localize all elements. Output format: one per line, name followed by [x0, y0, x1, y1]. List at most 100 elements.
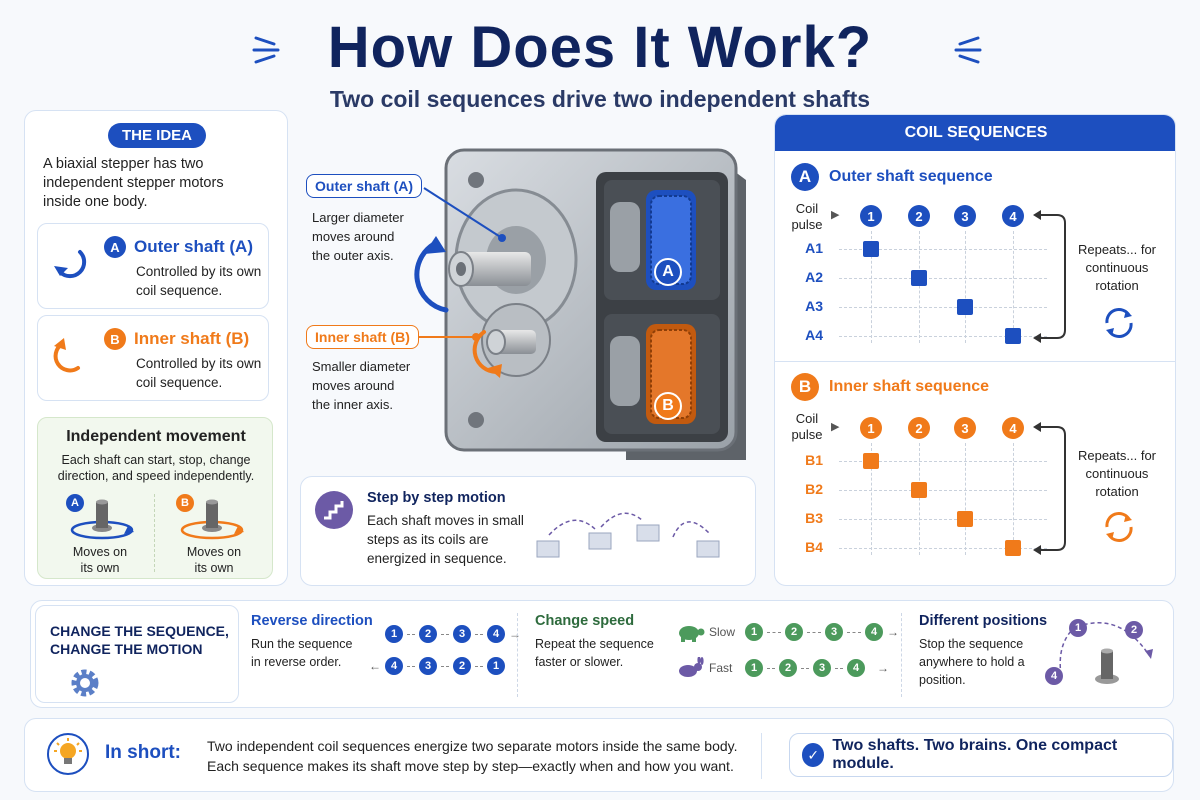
- pulse-b-badge: 4: [1002, 417, 1024, 439]
- sequence-b-badge: B: [791, 373, 819, 401]
- independent-text: Each shaft can start, stop, change direc…: [57, 453, 255, 483]
- slow-label: Slow: [709, 625, 736, 639]
- coil-pulse-marker: [957, 299, 973, 315]
- stairs-icon: [315, 491, 353, 529]
- pulse-a-badge: 1: [860, 205, 882, 227]
- sequence-b-header: B Inner shaft sequence: [791, 373, 989, 401]
- slow-step: 2: [785, 623, 803, 641]
- step-sequence-graphic: [533, 505, 733, 570]
- pulse-arrow-icon: ▶: [831, 421, 840, 433]
- coil-row-label: A1: [805, 240, 823, 256]
- coil-row-label: B1: [805, 452, 823, 468]
- forward-step: 1: [385, 625, 403, 643]
- shaft-a-box: A Outer shaft (A) Controlled by its own …: [37, 223, 269, 309]
- shaft-b-badge: B: [104, 328, 126, 350]
- slow-sequence: Slow 1 2 3 4 →: [709, 623, 899, 641]
- arrow-left-icon: ←: [369, 659, 381, 673]
- title-decoration-right: [946, 30, 982, 75]
- shaft-a-name: Outer shaft (A): [134, 237, 253, 256]
- coil-row-label: B4: [805, 539, 823, 555]
- speed-title: Change speed: [535, 613, 635, 629]
- fast-sequence: Fast 1 2 3 4 →: [709, 659, 889, 677]
- summary-card: In short: Two independent coil sequences…: [24, 718, 1174, 792]
- speed-text: Repeat the sequence faster or slower.: [535, 637, 654, 669]
- shaft-b-caption: Moves on its own: [186, 545, 242, 575]
- coil-row-label: A3: [805, 298, 823, 314]
- position-mark: 4: [1045, 667, 1063, 685]
- grid-guide: [1013, 231, 1014, 343]
- coil-pulse-marker: [911, 482, 927, 498]
- lightbulb-icon: [47, 733, 89, 775]
- coil-row-line: [839, 519, 1047, 520]
- fast-step: 3: [813, 659, 831, 677]
- divider: [517, 613, 518, 697]
- turtle-icon: [675, 621, 705, 648]
- sequence-a-repeats: Repeats... for continuous rotation: [1077, 242, 1157, 293]
- divider: [154, 494, 155, 572]
- outer-shaft-desc: Larger diameter moves around the outer a…: [312, 210, 404, 263]
- coil-row-label: A2: [805, 269, 823, 285]
- coil-pulse-marker: [911, 270, 927, 286]
- change-title: CHANGE THE SEQUENCE, CHANGE THE MOTION: [50, 623, 229, 657]
- summary-line-2: Each sequence makes its shaft move step …: [207, 758, 734, 774]
- change-card: CHANGE THE SEQUENCE, CHANGE THE MOTION R…: [30, 600, 1174, 708]
- positions-title: Different positions: [919, 613, 1048, 629]
- coil-row-line: [839, 249, 1047, 250]
- coil-pulse-marker: [863, 453, 879, 469]
- pulse-b-badge: 1: [860, 417, 882, 439]
- repeat-blue-icon: [1099, 303, 1139, 348]
- fast-step: 2: [779, 659, 797, 677]
- coil-pulse-marker: [863, 241, 879, 257]
- rotate-ccw-icon: [50, 242, 88, 293]
- step-motion-card: Step by step motion Each shaft moves in …: [300, 476, 756, 586]
- forward-sequence: 1 2 3 4 →: [385, 625, 521, 643]
- coil-pulse-marker: [957, 511, 973, 527]
- pulse-a-badge: 3: [954, 205, 976, 227]
- coil-row-line: [839, 336, 1047, 337]
- title-decoration-left: [252, 30, 288, 75]
- inner-shaft-label: Inner shaft (B): [306, 325, 419, 349]
- coil-pulse-marker: [1005, 540, 1021, 556]
- fast-label: Fast: [709, 661, 733, 675]
- pulse-a-badge: 2: [908, 205, 930, 227]
- shaft-b-motion-badge: B: [176, 494, 194, 512]
- motor-illustration: [296, 110, 766, 485]
- shaft-b-motion: B: [172, 494, 252, 549]
- coil-row-label: B2: [805, 481, 823, 497]
- coil-sequences-title: COIL SEQUENCES: [775, 115, 1175, 151]
- backward-step: 2: [453, 657, 471, 675]
- rabbit-icon: [675, 656, 705, 684]
- backward-sequence: ← 4 3 2 1: [369, 657, 505, 675]
- idea-card: THE IDEA A biaxial stepper has two indep…: [24, 110, 288, 586]
- fast-step: 1: [745, 659, 763, 677]
- shaft-a-desc: Controlled by its own coil sequence.: [136, 264, 262, 298]
- page-title: How Does It Work?: [327, 15, 873, 80]
- coil-divider: [775, 361, 1175, 362]
- position-mark: 1: [1069, 619, 1087, 637]
- pulse-b-badge: 3: [954, 417, 976, 439]
- grid-guide: [965, 443, 966, 555]
- forward-step: 4: [487, 625, 505, 643]
- coil-row-line: [839, 461, 1047, 462]
- coil-row-line: [839, 278, 1047, 279]
- forward-step: 3: [453, 625, 471, 643]
- sequence-a-col-label: Coil pulse: [791, 201, 823, 232]
- coil-row-label: A4: [805, 327, 823, 343]
- grid-guide: [871, 443, 872, 555]
- rotate-cw-icon: [50, 334, 88, 385]
- summary-title: In short:: [105, 742, 181, 763]
- outer-shaft-label: Outer shaft (A): [306, 174, 422, 198]
- loop-arrow-icon: [1033, 210, 1066, 343]
- backward-step: 3: [419, 657, 437, 675]
- coil-row-line: [839, 307, 1047, 308]
- inner-shaft-desc: Smaller diameter moves around the inner …: [312, 359, 411, 412]
- slow-step: 4: [865, 623, 883, 641]
- sequence-a-badge: A: [791, 163, 819, 191]
- sequence-b-repeats: Repeats... for continuous rotation: [1077, 448, 1157, 499]
- arrow-right-icon: →: [887, 625, 899, 639]
- divider: [761, 733, 762, 779]
- change-title-box: CHANGE THE SEQUENCE, CHANGE THE MOTION: [35, 605, 239, 703]
- sequence-a-title: Outer shaft sequence: [829, 168, 993, 185]
- coil-b-badge: B: [654, 392, 682, 420]
